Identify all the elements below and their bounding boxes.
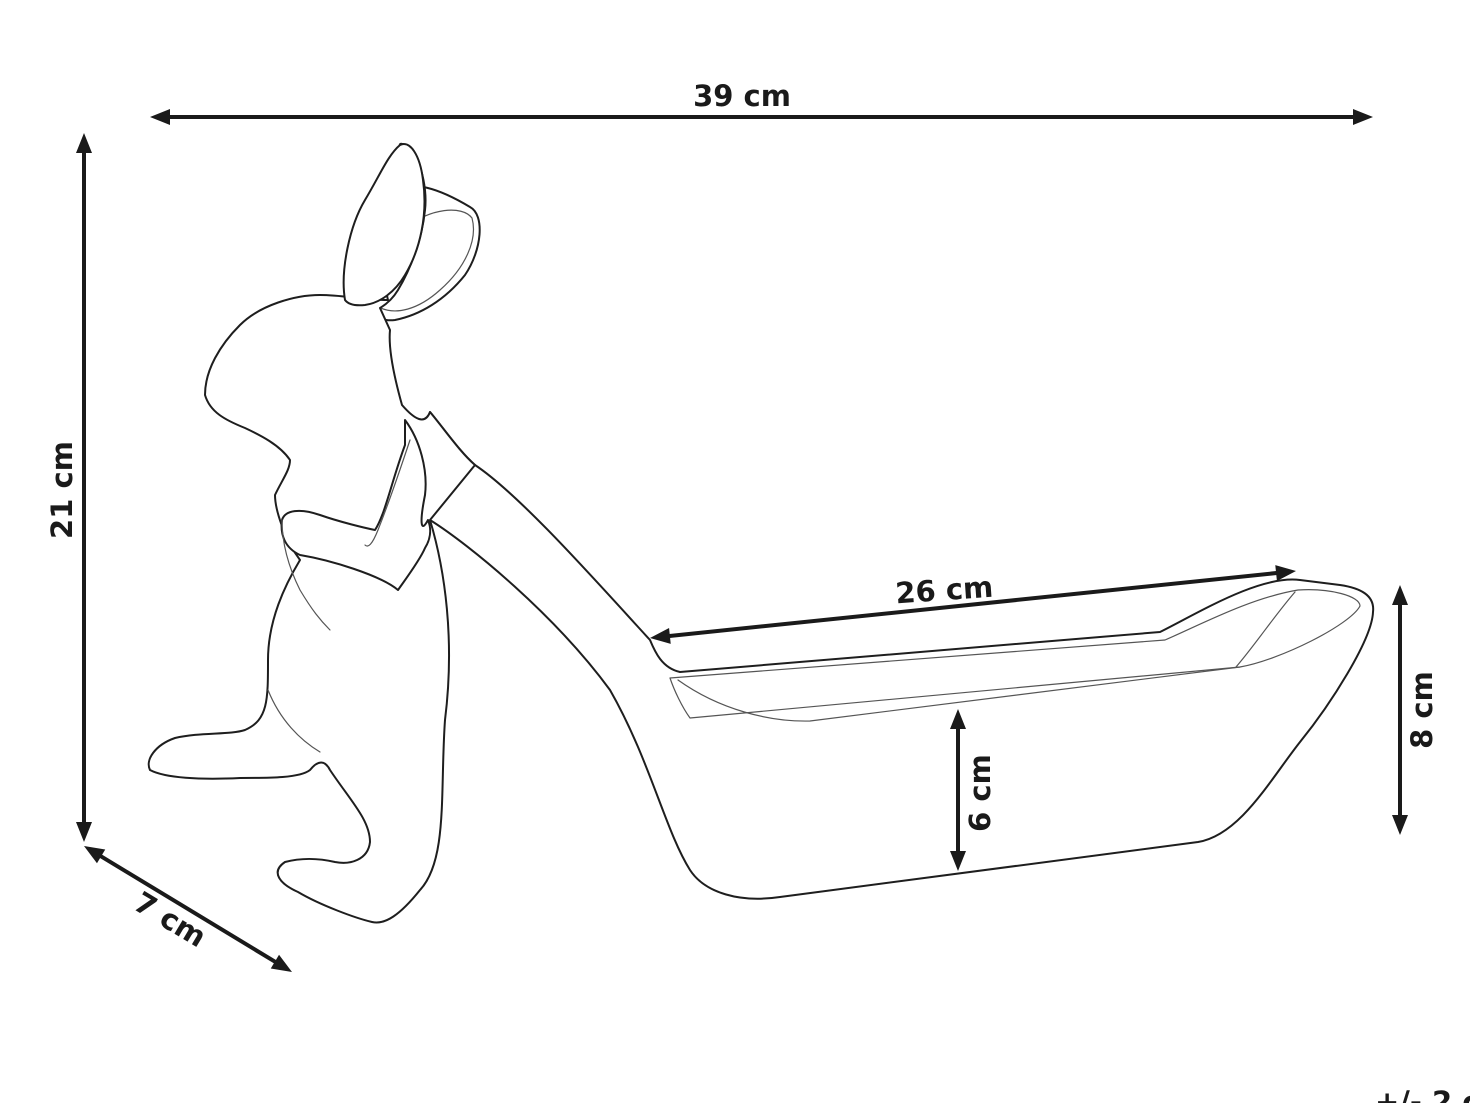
arrow-head bbox=[76, 822, 92, 842]
tolerance-label: +/- 2 cm bbox=[1375, 1085, 1470, 1103]
rabbit-figurine-drawing bbox=[147, 142, 1375, 924]
tray-length-dimension-line bbox=[650, 565, 1296, 644]
tray-height-dimension-line bbox=[1392, 585, 1408, 835]
height-dimension-line bbox=[76, 133, 92, 842]
arrow-head bbox=[84, 846, 106, 864]
arrow-head bbox=[270, 954, 292, 972]
rabbit-arm bbox=[280, 419, 432, 591]
arrow-head bbox=[950, 851, 966, 871]
arrow-head bbox=[1353, 109, 1373, 125]
arrow-head bbox=[1392, 585, 1408, 605]
rabbit-leg-line bbox=[267, 689, 321, 753]
rabbit-arm-inner bbox=[364, 439, 411, 547]
width-dimension-line bbox=[150, 109, 1373, 125]
width-label: 39 cm bbox=[693, 79, 791, 113]
rabbit-chest-line bbox=[281, 519, 331, 631]
arrow-head bbox=[150, 109, 170, 125]
tray-body bbox=[429, 411, 1375, 900]
arrow-head bbox=[1275, 565, 1296, 582]
tray-rim-inner bbox=[669, 589, 1361, 719]
dimension-lines bbox=[76, 109, 1408, 972]
rabbit-front-ear bbox=[342, 143, 426, 307]
depth-label: 7 cm bbox=[128, 885, 212, 954]
arrow-head bbox=[950, 709, 966, 729]
tray-length-label: 26 cm bbox=[894, 570, 994, 611]
arrow-head bbox=[76, 133, 92, 153]
tray-inner-height-dimension-line bbox=[950, 709, 966, 871]
arrow-head bbox=[1392, 815, 1408, 835]
depth-dimension-line bbox=[84, 846, 292, 972]
tray-height-label: 8 cm bbox=[1405, 671, 1439, 749]
tray-inner-height-label: 6 cm bbox=[963, 754, 997, 832]
tray-rim-fold bbox=[1235, 591, 1296, 668]
arrow-head bbox=[650, 627, 671, 644]
height-label: 21 cm bbox=[45, 441, 79, 539]
tray-bowl-line bbox=[677, 666, 1241, 722]
